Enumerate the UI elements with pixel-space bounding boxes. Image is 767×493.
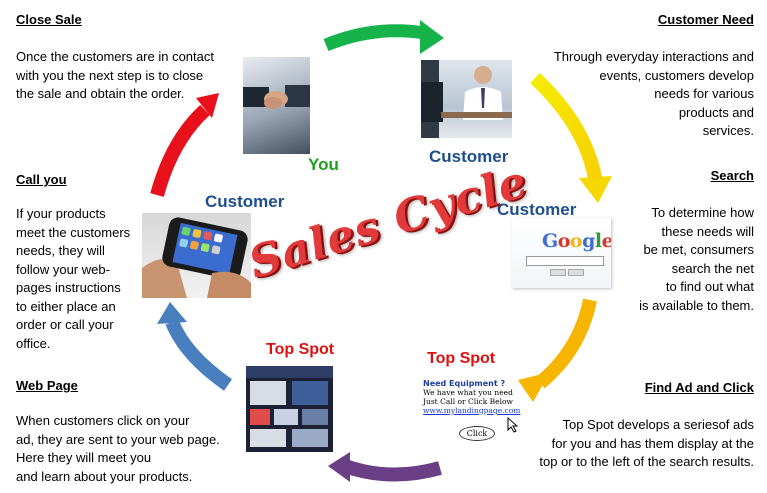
- find-ad-text: Top Spot develops a seriesof ads for you…: [504, 416, 754, 472]
- phone-photo: [142, 213, 251, 298]
- customer-need-heading: Customer Need: [657, 12, 754, 27]
- text-line: events, customers develop: [599, 67, 754, 83]
- text-line: follow your web-: [16, 261, 110, 277]
- text-line: needs, they will: [16, 243, 105, 258]
- text-line: top or to the left of the search results…: [539, 454, 754, 469]
- arrow-head-orange: [518, 372, 550, 402]
- text-line: needs for various: [654, 86, 754, 101]
- ad-title: Need Equipment ?: [423, 379, 506, 388]
- text-line: search the net: [671, 260, 754, 276]
- text-line: When customers click on your: [16, 413, 190, 428]
- arrow-head-red: [196, 93, 219, 118]
- arrow-head-green: [420, 20, 444, 54]
- arrow-search-to-ad: [535, 298, 597, 389]
- lucky-button: [568, 269, 584, 276]
- web-page-heading: Web Page: [16, 378, 78, 393]
- text-line: the sale and obtain the order.: [16, 86, 185, 101]
- label-customer-left: Customer: [205, 192, 285, 211]
- google-search-screenshot: Google: [512, 218, 611, 288]
- label-topspot-right: Top Spot: [427, 350, 496, 367]
- text-line: To determine how: [651, 205, 754, 220]
- text-line: Through everyday interactions and: [553, 49, 754, 64]
- web-page-text: When customers click on your ad, they ar…: [16, 412, 251, 486]
- google-logo: Google: [542, 230, 611, 252]
- arrow-head-purple: [328, 452, 350, 482]
- search-button: [550, 269, 566, 276]
- ad-click-button[interactable]: Click: [459, 426, 495, 441]
- landing-page-screenshot: [246, 366, 333, 452]
- label-you: You: [308, 155, 339, 174]
- ad-line-1: We have what you need: [423, 388, 513, 397]
- call-you-heading: Call you: [16, 172, 67, 187]
- customer-need-text: Through everyday interactions and events…: [524, 48, 754, 141]
- text-line: is available to them.: [639, 297, 754, 313]
- ad-line-2: Just Call or Click Below: [423, 397, 513, 406]
- search-text: To determine how these needs will be met…: [604, 204, 754, 315]
- text-line: products and: [678, 104, 754, 120]
- text-line: pages instructions: [16, 280, 121, 295]
- arrow-head-blue: [157, 302, 187, 324]
- text-line: to either place an: [16, 298, 116, 314]
- text-line: Once the customers are in contact: [16, 49, 214, 64]
- text-line: these needs will: [661, 223, 755, 239]
- close-sale-text: Once the customers are in contact with y…: [16, 48, 231, 104]
- search-box: [526, 256, 604, 266]
- text-line: for you and has them display at the: [551, 435, 754, 451]
- text-line: ad, they are sent to your web page.: [16, 431, 220, 447]
- text-line: order or call your: [16, 317, 114, 332]
- meeting-photo: [421, 60, 512, 138]
- arrow-head-yellow: [579, 176, 612, 203]
- call-you-text: If your products meet the customers need…: [16, 205, 141, 353]
- text-line: If your products: [16, 206, 106, 221]
- text-line: meet the customers: [16, 224, 131, 240]
- text-line: be met, consumers: [643, 242, 754, 257]
- label-customer-top: Customer: [429, 147, 509, 166]
- arrow-call-to-close: [150, 104, 210, 197]
- handshake-photo: [243, 57, 310, 154]
- search-heading: Search: [710, 168, 754, 183]
- text-line: and learn about your products.: [16, 468, 193, 484]
- text-line: to find out what: [665, 279, 754, 294]
- label-customer-right: Customer: [497, 200, 577, 219]
- find-ad-heading: Find Ad and Click: [644, 380, 754, 395]
- arrow-customer-to-search: [530, 72, 602, 180]
- text-line: services.: [702, 123, 754, 138]
- cursor-icon: [507, 417, 519, 433]
- close-sale-heading: Close Sale: [16, 12, 82, 27]
- text-line: Top Spot develops a seriesof ads: [562, 417, 754, 432]
- text-line: with you the next step is to close: [16, 67, 204, 83]
- text-line: Here they will meet you: [16, 450, 152, 465]
- arrow-webpage-to-call: [165, 319, 233, 391]
- ad-url[interactable]: www.mylandingpage.com: [423, 406, 521, 415]
- arrow-you-to-customer: [323, 24, 427, 52]
- text-line: office.: [16, 335, 51, 351]
- arrow-ad-to-webpage: [342, 459, 442, 482]
- sample-ad: Need Equipment ? We have what you need J…: [423, 379, 523, 441]
- label-topspot-left: Top Spot: [266, 341, 335, 358]
